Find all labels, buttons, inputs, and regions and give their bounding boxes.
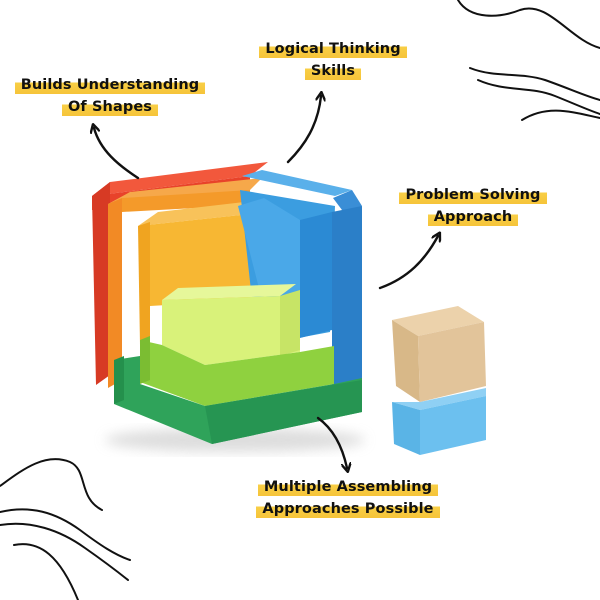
blue-block [242, 170, 352, 196]
label-line: Logical Thinking [259, 38, 407, 60]
scribble-top-right [457, 0, 600, 121]
curved-arrow-icon [316, 416, 347, 468]
red-block [92, 162, 268, 196]
yellow-orange-block [138, 200, 262, 226]
scribble-bottom-left [0, 458, 131, 600]
light-blue-cube [392, 388, 486, 455]
wood-cube [392, 306, 486, 402]
curved-arrow-icon [286, 96, 321, 164]
curved-arrow-icon [378, 236, 438, 290]
curved-arrow-icon [94, 128, 140, 180]
label-logical-thinking-skills: Logical Thinking Skills [248, 38, 418, 82]
label-builds-understanding-of-shapes: Builds Understanding Of Shapes [10, 74, 210, 118]
label-line: Multiple Assembling [257, 476, 439, 498]
label-line: Approach [427, 206, 519, 228]
label-line: Problem Solving [399, 184, 547, 206]
rainbow-cube [92, 162, 362, 444]
label-line: Of Shapes [62, 96, 158, 118]
label-line: Approaches Possible [256, 498, 440, 520]
label-line: Skills [304, 60, 362, 82]
green-block [140, 340, 334, 406]
label-line: Builds Understanding [14, 74, 206, 96]
light-green-block [162, 284, 296, 300]
label-problem-solving-approach: Problem Solving Approach [388, 184, 558, 228]
label-multiple-assembling-approaches: Multiple Assembling Approaches Possible [248, 476, 448, 520]
